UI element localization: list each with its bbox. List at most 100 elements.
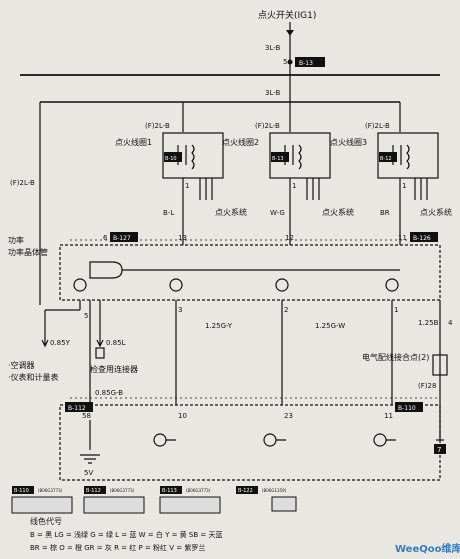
- label-3lb-mid: 3L-B: [265, 89, 281, 97]
- svg-text:B-122: B-122: [238, 488, 253, 494]
- pin-11b: 11: [384, 412, 393, 420]
- pin-1: 1: [394, 306, 398, 314]
- pin-5-top: 5: [283, 58, 287, 66]
- label-3lb-top: 3L-B: [265, 44, 281, 52]
- svg-text:B-112: B-112: [68, 405, 86, 412]
- svg-text:B-110: B-110: [14, 488, 29, 494]
- svg-text:(B06G1359): (B06G1359): [262, 488, 287, 493]
- pin-6: 6: [103, 234, 108, 242]
- pin-4: 4: [448, 319, 453, 327]
- coil-1-label: 点火线圈1: [115, 137, 152, 147]
- svg-text:B-13: B-13: [272, 156, 284, 162]
- label-125gw: 1.25G-W: [315, 322, 345, 330]
- label-085y: 0.85Y: [50, 339, 71, 347]
- tag-c-top: B-13: [295, 57, 325, 67]
- watermark-logo: WeeQoo维库: [395, 542, 460, 555]
- pin-12: 12: [285, 234, 294, 242]
- transistor-2: [275, 278, 289, 292]
- tag-c-coil1: B-10: [164, 152, 182, 162]
- transistor-1: [169, 278, 183, 292]
- coil-box-2: [269, 132, 331, 179]
- legend-title: 线色代号: [30, 516, 62, 526]
- svg-text:B-12: B-12: [380, 156, 392, 162]
- bottom-connector-3: B-113 (B06G3773): [159, 486, 221, 514]
- coil-2-label: 点火线圈2: [222, 137, 259, 147]
- label-br: BR: [380, 209, 390, 217]
- junction-box: [432, 354, 448, 376]
- svg-text:B-112: B-112: [86, 488, 101, 494]
- ecu-transistor-2: [263, 433, 277, 447]
- coil-out-1: [199, 178, 213, 200]
- svg-text:B-113: B-113: [162, 488, 177, 494]
- tag-c-coil2: B-13: [271, 152, 289, 162]
- tag-c-ecu-right: B-110: [395, 402, 423, 412]
- ecu-transistor-3: [373, 433, 387, 447]
- coil-2-pin: 1: [292, 182, 296, 190]
- power-transistor-label-1: 功率: [8, 235, 24, 245]
- label-f28: (F)28: [418, 382, 436, 390]
- arrow-check: [96, 339, 104, 348]
- svg-text:(B06G3773): (B06G3773): [38, 488, 63, 493]
- check-connector-box: [95, 347, 105, 359]
- pin-13: 13: [178, 234, 187, 242]
- pin-11: 11: [398, 234, 407, 242]
- label-f2lb-2: (F)2L-B: [255, 122, 280, 130]
- ground-number: 7: [437, 446, 441, 454]
- coil-out-3: [414, 178, 428, 200]
- meter-label: ·仪表和计量表: [8, 372, 59, 382]
- pin-10: 10: [178, 412, 187, 420]
- coil-out-2: [306, 178, 320, 200]
- ecu-5v-ground: [80, 420, 100, 464]
- coil-2-system: 点火系统: [322, 207, 354, 217]
- check-connector-label: 检查用连接器: [90, 364, 138, 374]
- transistor-3: [385, 278, 399, 292]
- legend-line-1: B = 黑 LG = 浅绿 G = 绿 L = 蓝 W = 白 Y = 黄 SB…: [30, 530, 222, 539]
- tag-c-ecu-left: B-112: [65, 402, 93, 412]
- ground-tag: [434, 444, 446, 454]
- arrow-ac: [41, 339, 49, 348]
- svg-text:(B06G3773): (B06G3773): [110, 488, 135, 493]
- svg-text:B-127: B-127: [113, 235, 131, 242]
- tag-c-11: B-126: [410, 232, 438, 242]
- bottom-connector-1: B-110 (B06G3773): [11, 486, 73, 514]
- tag-c-coil3: B-12: [379, 152, 397, 162]
- label-f2lb-3: (F)2L-B: [365, 122, 390, 130]
- label-125gy: 1.25G-Y: [205, 322, 233, 330]
- label-125b: 1.25B: [418, 319, 439, 327]
- pin-2: 2: [284, 306, 288, 314]
- legend-line-2: BR = 棕 O = 橙 GR = 灰 R = 红 P = 粉红 V = 紫罗兰: [30, 543, 205, 552]
- ac-label: ·空调器: [8, 360, 35, 370]
- label-f2lb-left: (F)2L-B: [10, 179, 35, 187]
- coil-1-pin: 1: [185, 182, 189, 190]
- transistor-left: [73, 278, 87, 292]
- splice-dot: [287, 59, 293, 65]
- ecu-transistor-1: [153, 433, 167, 447]
- label-wg: W-G: [270, 209, 285, 217]
- and-gate-symbol: [89, 261, 123, 279]
- label-f2lb-1: (F)2L-B: [145, 122, 170, 130]
- power-transistor-label-2: 功率晶体管: [8, 247, 48, 257]
- coil-3-pin: 1: [402, 182, 406, 190]
- coil-1-system: 点火系统: [215, 207, 247, 217]
- ignition-switch-label: 点火开关(IG1): [258, 9, 316, 21]
- coil-3-label: 点火线圈3: [330, 137, 367, 147]
- ecu-box: [59, 404, 441, 481]
- tag-c-6: B-127: [110, 232, 138, 242]
- label-bl: B-L: [163, 209, 174, 217]
- svg-text:(B06G3773): (B06G3773): [186, 488, 211, 493]
- coil-box-1: [162, 132, 224, 179]
- junction-label: 电气配线接合点(2): [362, 352, 429, 362]
- svg-text:B-126: B-126: [413, 235, 431, 242]
- coil-box-3: [377, 132, 439, 179]
- ignition-arrow-icon: [286, 30, 294, 36]
- svg-text:B-110: B-110: [398, 405, 416, 412]
- pin-58: 58: [82, 412, 91, 420]
- power-transistor-box: [59, 244, 441, 301]
- label-085l: 0.85L: [106, 339, 126, 347]
- bottom-connector-4: B-122 (B06G1359): [236, 486, 297, 512]
- pin-3: 3: [178, 306, 182, 314]
- label-085gb: 0.85G-B: [95, 389, 123, 397]
- pin-5b: 5: [84, 312, 88, 320]
